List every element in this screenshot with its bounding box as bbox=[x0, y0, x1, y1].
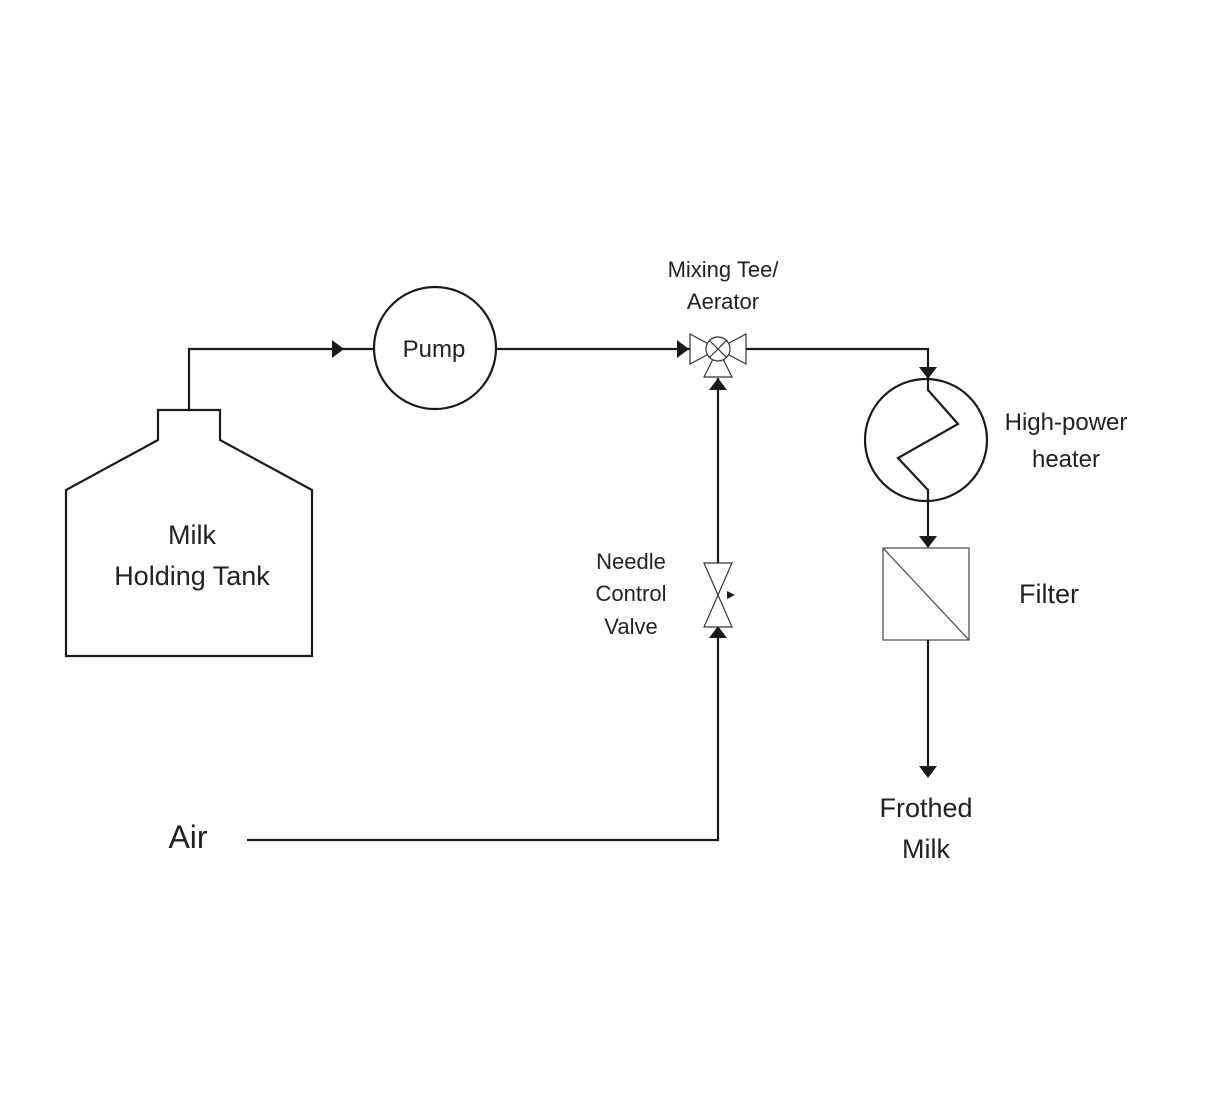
pipe-tee-to-heater bbox=[746, 347, 937, 380]
flow-arrow bbox=[709, 626, 727, 638]
tank-label-line1: Milk bbox=[168, 520, 216, 550]
mixing-tee-aerator: Mixing Tee/ Aerator bbox=[668, 257, 780, 378]
pipe-tank-to-pump bbox=[187, 340, 373, 410]
mixing-tee-label-line1: Mixing Tee/ bbox=[668, 257, 780, 282]
high-power-heater: High-power heater bbox=[863, 377, 1128, 503]
valve-label-line3: Valve bbox=[604, 614, 657, 639]
pipe-filter-to-output: Frothed Milk bbox=[879, 640, 973, 864]
flow-arrow bbox=[709, 378, 727, 390]
flow-arrow bbox=[919, 766, 937, 778]
pump: Pump bbox=[372, 285, 498, 411]
mixing-tee-label-line2: Aerator bbox=[687, 289, 759, 314]
valve-label-line1: Needle bbox=[596, 549, 666, 574]
filter-label: Filter bbox=[1019, 579, 1079, 609]
tank-label-line2: Holding Tank bbox=[114, 561, 270, 591]
milk-holding-tank: Milk Holding Tank bbox=[64, 408, 314, 658]
pipe-valve-to-tee bbox=[709, 378, 727, 563]
flow-arrow bbox=[677, 340, 689, 358]
air-supply-line: Air bbox=[168, 626, 727, 855]
air-label: Air bbox=[168, 819, 207, 855]
pipe-heater-to-filter bbox=[919, 501, 937, 548]
filter: Filter bbox=[882, 547, 1079, 641]
flow-arrow bbox=[919, 536, 937, 548]
needle-control-valve: Needle Control Valve bbox=[596, 549, 735, 639]
pump-label: Pump bbox=[403, 336, 466, 363]
output-label-line2: Milk bbox=[902, 834, 950, 864]
pipe-pump-to-tee bbox=[496, 340, 690, 358]
flow-arrow bbox=[332, 340, 344, 358]
valve-label-line2: Control bbox=[596, 581, 667, 606]
output-label-line1: Frothed bbox=[879, 793, 972, 823]
flow-arrow bbox=[919, 367, 937, 379]
heater-label-line1: High-power bbox=[1005, 409, 1128, 436]
heater-label-line2: heater bbox=[1032, 446, 1100, 473]
